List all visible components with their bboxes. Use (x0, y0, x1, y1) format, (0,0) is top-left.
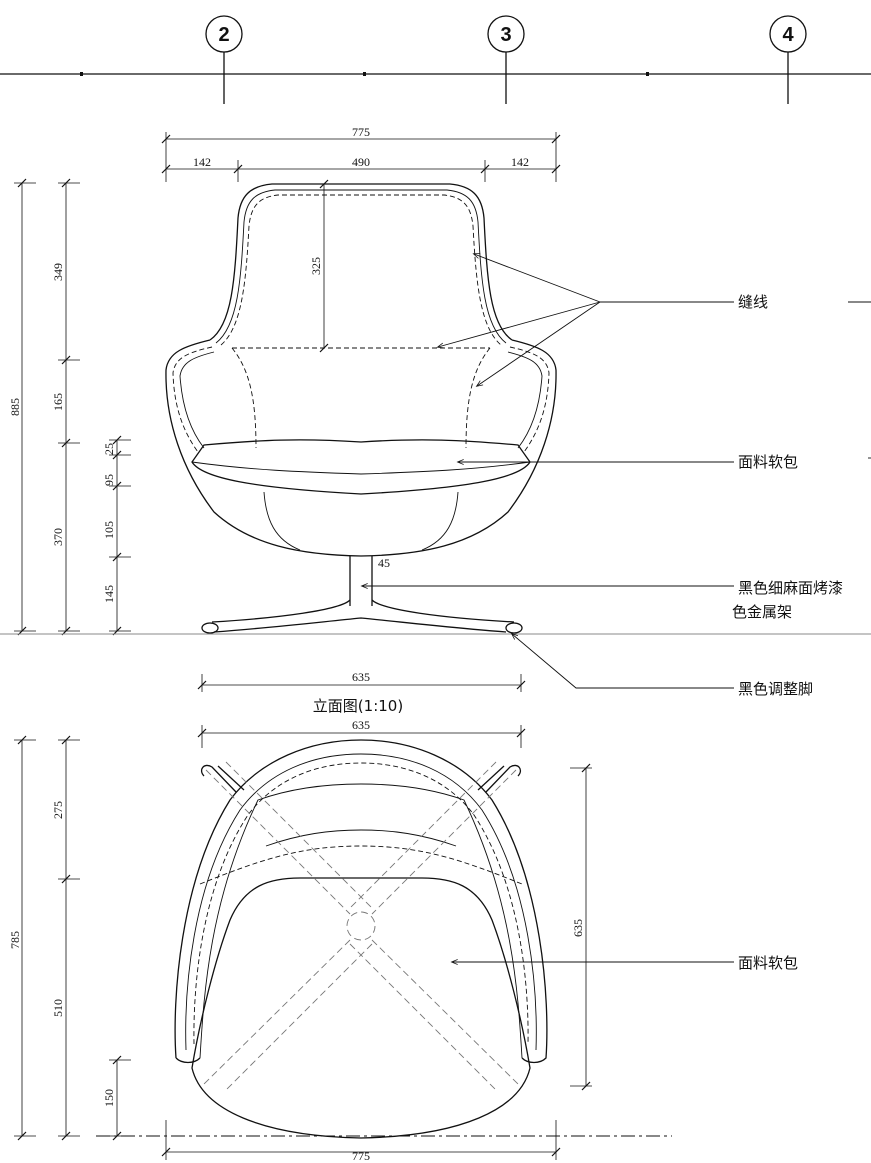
dim-back-inner: 325 (309, 257, 323, 275)
grid-bubble-4: 4 (769, 15, 807, 104)
dim-plan-top-width: 635 (352, 718, 370, 732)
dim-stem-45: 45 (378, 556, 390, 570)
plan-callout: 面料软包 (452, 954, 798, 972)
grid-bubble-3: 3 (487, 15, 525, 104)
dim-upper-height: 349 (51, 263, 65, 281)
elevation-base-dim: 635 (197, 670, 526, 692)
plan-right-dim: 635 (570, 763, 592, 1091)
plan-base-hidden (203, 761, 519, 1091)
dim-plan-lower: 510 (51, 999, 65, 1017)
dim-total-height: 885 (8, 398, 22, 416)
dim-plan-upper: 275 (51, 801, 65, 819)
dim-side-left: 142 (193, 155, 211, 169)
dim-seat-145: 145 (102, 585, 116, 603)
dim-back-width: 490 (352, 155, 370, 169)
label-seam: 缝线 (738, 293, 768, 311)
label-plan-fabric: 面料软包 (738, 954, 798, 972)
grid-label-3: 3 (500, 24, 511, 46)
plan-top-dim: 635 (197, 718, 526, 748)
elevation-title: 立面图(1:10) (313, 697, 403, 715)
plan-bottom-dim: 775 (96, 1120, 672, 1163)
plan-left-dims: 785 275 510 150 (8, 735, 131, 1141)
dim-plan-total: 785 (8, 931, 22, 949)
grid-label-2: 2 (218, 24, 229, 46)
grid-bubble-2: 2 (205, 15, 243, 104)
dim-plan-bottom-width: 775 (352, 1149, 370, 1163)
label-fabric-upholstery: 面料软包 (738, 453, 798, 471)
dim-plan-front: 150 (102, 1089, 116, 1107)
label-frame-line2: 色金属架 (732, 603, 792, 621)
dim-side-right: 142 (511, 155, 529, 169)
grid-axes: 2 3 4 (0, 15, 871, 104)
dim-mid-height: 165 (51, 393, 65, 411)
elevation-top-dims: 775 142 490 142 (161, 125, 561, 182)
elevation-left-dims: 885 349 165 370 25 95 105 145 (8, 178, 131, 636)
dim-overall-width: 775 (352, 125, 370, 139)
label-adjust-foot: 黑色调整脚 (738, 680, 813, 698)
grid-label-4: 4 (782, 24, 794, 46)
plan-chair (174, 739, 548, 1139)
elevation-callouts: 缝线 面料软包 黑色细麻面烤漆 色金属架 黑色调整脚 (362, 254, 871, 698)
dim-lower-height: 370 (51, 528, 65, 546)
dim-plan-depth: 635 (571, 919, 585, 937)
label-frame-line1: 黑色细麻面烤漆 (738, 579, 843, 597)
elevation-chair: 45 325 (165, 179, 557, 635)
dim-seat-95: 95 (102, 474, 116, 486)
dim-base-width: 635 (352, 670, 370, 684)
dim-seat-25: 25 (102, 443, 116, 455)
dim-seat-105: 105 (102, 521, 116, 539)
